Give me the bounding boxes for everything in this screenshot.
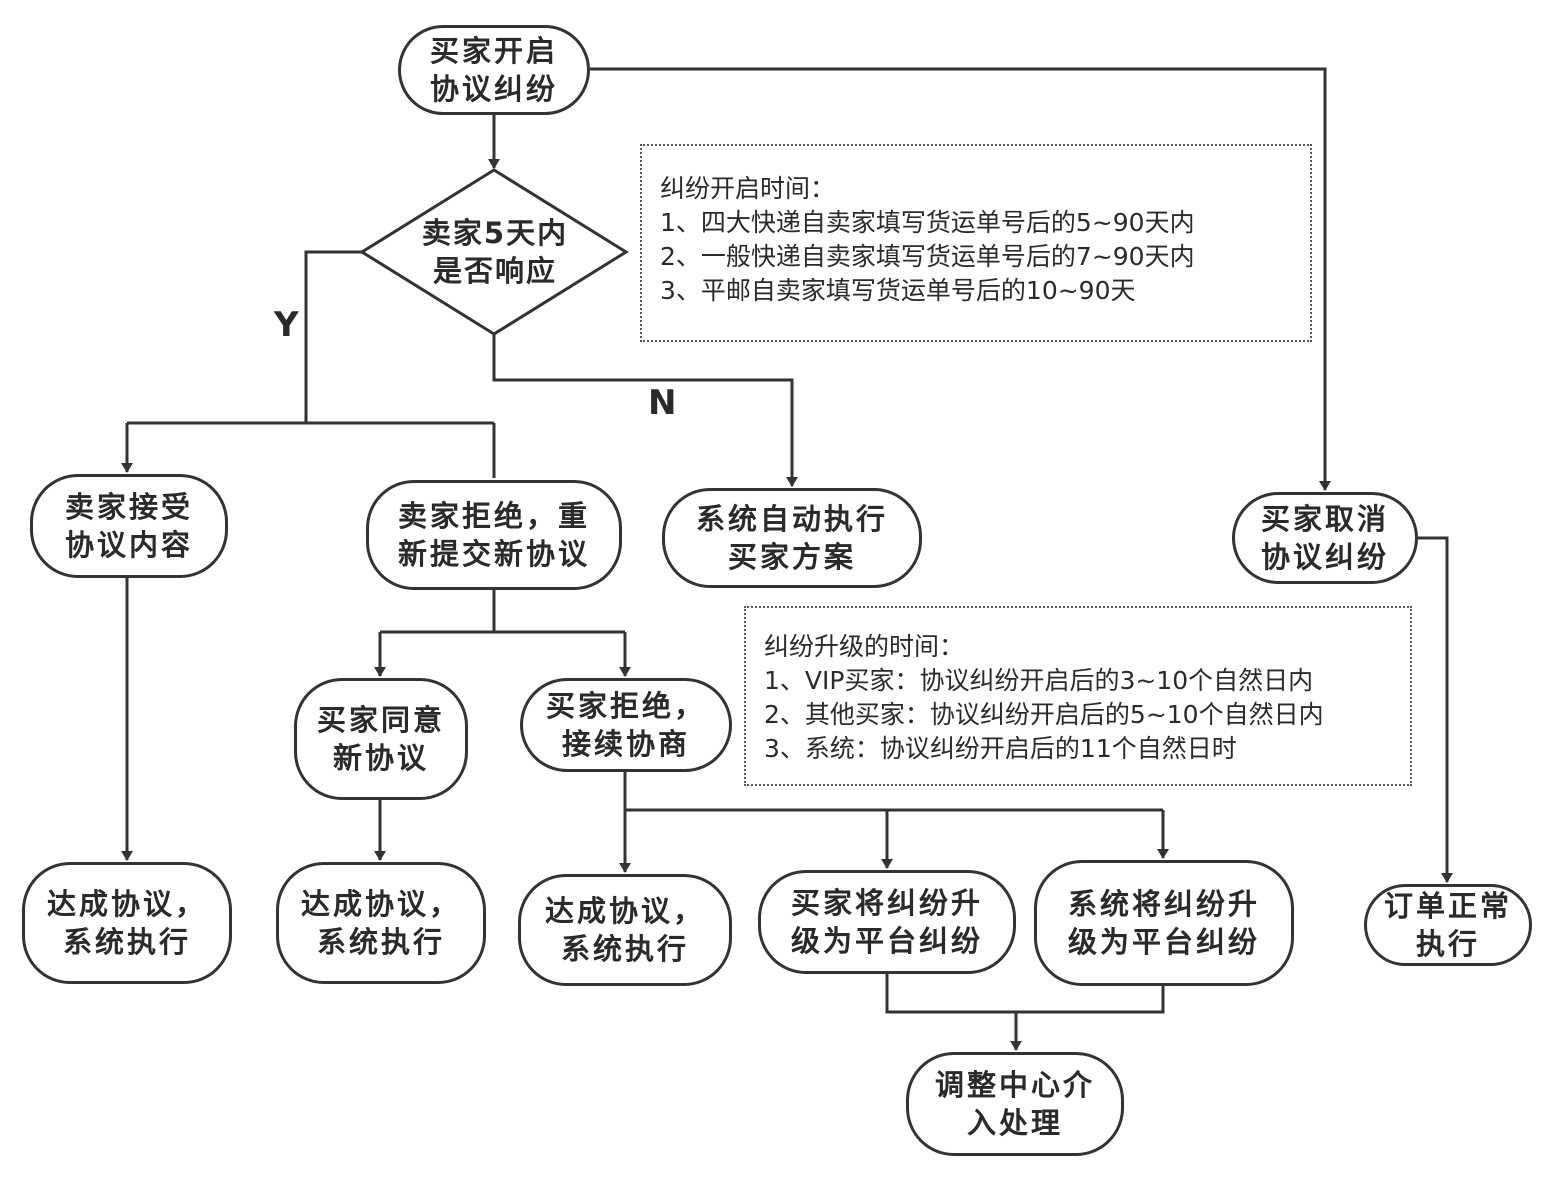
node-line: 卖家接受	[64, 490, 193, 524]
node-line: 系统执行	[316, 925, 445, 959]
note-item: 1、四大快递自卖家填写货运单号后的5~90天内	[660, 208, 1195, 237]
branch-label-no: N	[648, 383, 677, 423]
node-buyer-open-dispute: 买家开启 协议纠纷	[398, 25, 590, 115]
note-title: 纠纷开启时间：	[660, 174, 836, 203]
node-line: 接续协商	[561, 727, 690, 761]
node-line: 是否响应	[432, 254, 557, 288]
node-seller-respond-decision: 卖家5天内 是否响应	[380, 210, 610, 294]
note-dispute-escalate-time: 纠纷升级的时间： 1、VIP买家：协议纠纷开启后的3~10个自然日内 2、其他买…	[744, 606, 1412, 786]
edge-decision-no	[492, 333, 798, 487]
node-agreement-reached-3: 达成协议， 系统执行	[518, 874, 732, 986]
note-item: 3、系统：协议纠纷开启后的11个自然日时	[764, 734, 1237, 763]
note-title: 纠纷升级的时间：	[764, 632, 965, 661]
note-dispute-open-time: 纠纷开启时间： 1、四大快递自卖家填写货运单号后的5~90天内 2、一般快递自卖…	[640, 144, 1312, 342]
note-item: 3、平邮自卖家填写货运单号后的10~90天	[660, 276, 1136, 305]
edge-start-cancel	[590, 67, 1331, 491]
edge-cancel-normal	[1418, 536, 1453, 883]
node-line: 调整中心介	[934, 1068, 1095, 1102]
node-line: 买家开启	[429, 34, 558, 68]
decision-diamond	[359, 168, 629, 336]
node-buyer-escalate: 买家将纠纷升 级为平台纠纷	[758, 870, 1016, 974]
node-line: 级为平台纠纷	[790, 924, 983, 958]
node-line: 级为平台纠纷	[1067, 925, 1260, 959]
node-line: 达成协议，	[46, 887, 207, 921]
node-line: 卖家拒绝，重	[397, 499, 590, 533]
node-line: 新协议	[332, 741, 429, 775]
node-line: 买家取消	[1260, 502, 1389, 536]
node-buyer-agree: 买家同意 新协议	[294, 678, 468, 800]
node-order-normal: 订单正常 执行	[1364, 884, 1532, 966]
node-line: 买家方案	[727, 540, 856, 574]
note-item: 1、VIP买家：协议纠纷开启后的3~10个自然日内	[764, 666, 1314, 695]
node-line: 系统执行	[62, 925, 191, 959]
branch-label-yes: Y	[274, 305, 299, 345]
node-line: 协议纠纷	[429, 72, 558, 106]
note-item: 2、其他买家：协议纠纷开启后的5~10个自然日内	[764, 700, 1324, 729]
node-line: 新提交新协议	[397, 537, 590, 571]
node-line: 执行	[1415, 927, 1480, 961]
node-line: 达成协议，	[300, 887, 461, 921]
node-line: 系统执行	[560, 932, 689, 966]
node-line: 系统自动执行	[695, 502, 888, 536]
node-line: 达成协议，	[544, 894, 705, 928]
node-line: 协议内容	[64, 528, 193, 562]
node-line: 买家将纠纷升	[790, 886, 983, 920]
node-line: 买家同意	[316, 703, 445, 737]
node-agreement-reached-1: 达成协议， 系统执行	[22, 862, 232, 984]
node-agreement-reached-2: 达成协议， 系统执行	[276, 862, 486, 984]
node-line: 系统将纠纷升	[1067, 887, 1260, 921]
node-buyer-cancel: 买家取消 协议纠纷	[1232, 492, 1418, 584]
node-seller-reject-resubmit: 卖家拒绝，重 新提交新协议	[366, 480, 622, 590]
node-line: 订单正常	[1383, 889, 1512, 923]
edge-decision-yes	[304, 250, 362, 423]
node-line: 买家拒绝，	[545, 689, 706, 723]
node-line: 协议纠纷	[1260, 540, 1389, 574]
note-item: 2、一般快递自卖家填写货运单号后的7~90天内	[660, 242, 1195, 271]
node-system-auto-execute: 系统自动执行 买家方案	[662, 488, 922, 588]
node-mediation-center: 调整中心介 入处理	[906, 1052, 1124, 1156]
node-system-escalate: 系统将纠纷升 级为平台纠纷	[1034, 860, 1294, 986]
node-seller-accept: 卖家接受 协议内容	[30, 474, 228, 578]
node-line: 入处理	[966, 1106, 1063, 1140]
node-line: 卖家5天内	[421, 216, 569, 250]
node-buyer-reject-negotiate: 买家拒绝， 接续协商	[520, 678, 732, 772]
edge-buyerup-merge	[885, 974, 1165, 1014]
